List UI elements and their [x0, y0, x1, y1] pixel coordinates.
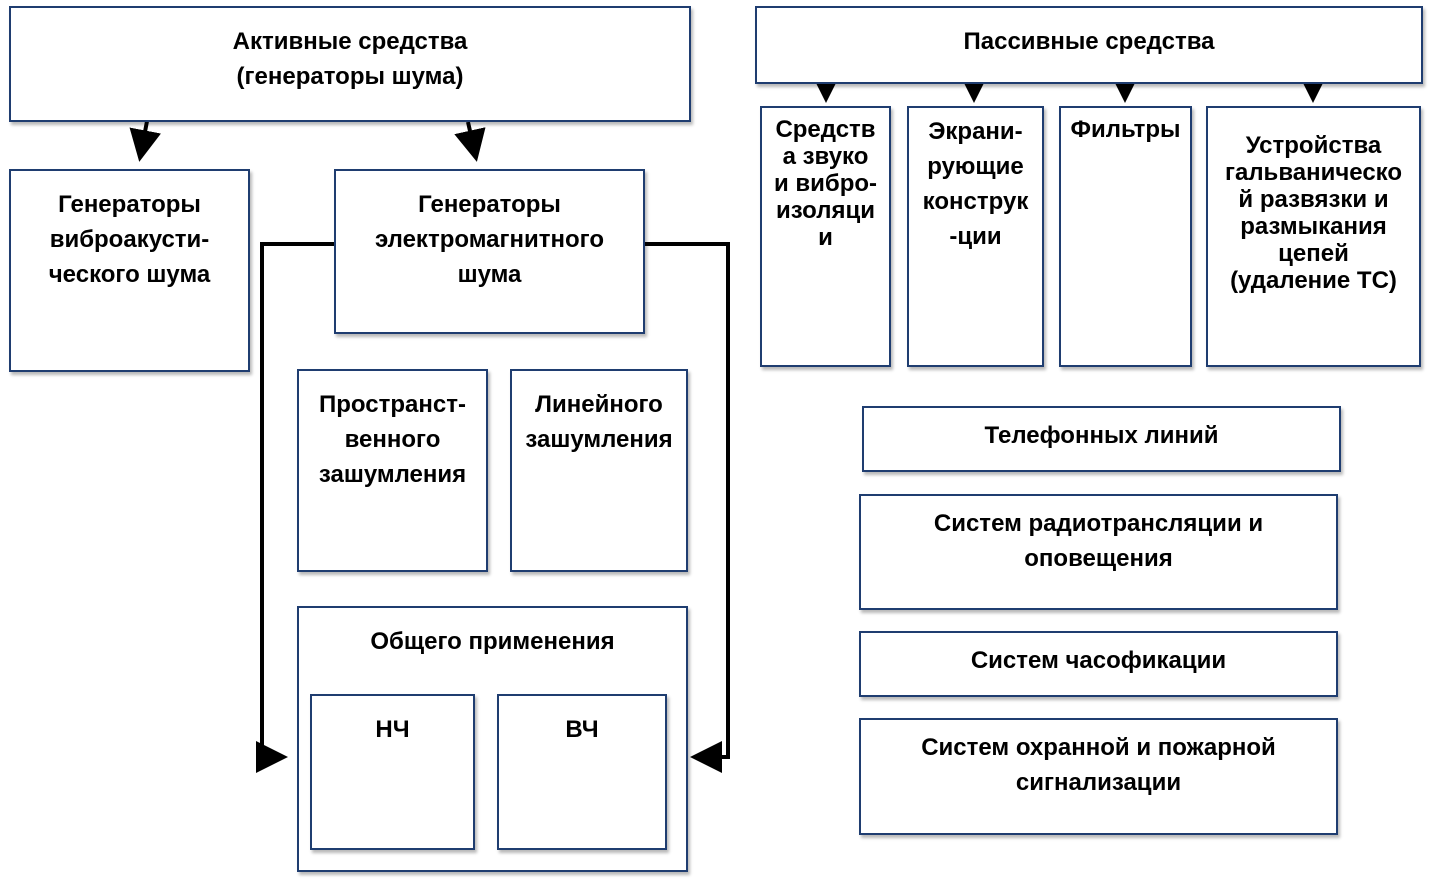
spatial-noise-box: Пространст- венного зашумления — [297, 369, 488, 572]
linear-noise-box: Линейного зашумления — [510, 369, 688, 572]
filters-box: Фильтры — [1059, 106, 1192, 367]
sound-isolation-box: Средств а звуко и вибро- изоляци и — [760, 106, 891, 367]
passive-means-label: Пассивные средства — [963, 28, 1215, 55]
general-purpose-label: Общего применения — [370, 628, 615, 655]
shielding-label: Экрани- рующие конструк -ции — [922, 118, 1029, 250]
radio-systems-box: Систем радиотрансляции и оповещения — [859, 494, 1338, 610]
phone-lines-label: Телефонных линий — [984, 422, 1219, 449]
em-generators-label: Генераторы электромагнитного шума — [375, 191, 604, 288]
clock-systems-label: Систем часофикации — [970, 647, 1227, 674]
hf-box: ВЧ — [497, 694, 667, 850]
alarm-systems-label: Систем охранной и пожарной сигнализации — [921, 734, 1276, 796]
hf-label: ВЧ — [565, 716, 599, 743]
galvanic-isolation-label: Устройства гальваническо й развязки и ра… — [1224, 132, 1403, 294]
vibroacoustic-generators-label: Генераторы виброакусти- ческого шума — [48, 191, 211, 288]
arrow-to-em — [454, 121, 486, 162]
passive-means-box: Пассивные средства — [755, 6, 1423, 84]
active-means-label: Активные средства (генераторы шума) — [232, 28, 468, 90]
sound-isolation-label: Средств а звуко и вибро- изоляци и — [773, 116, 878, 251]
clock-systems-box: Систем часофикации — [859, 631, 1338, 697]
lf-box: НЧ — [310, 694, 475, 850]
linear-noise-label: Линейного зашумления — [525, 391, 673, 453]
em-generators-box: Генераторы электромагнитного шума — [334, 169, 645, 334]
galvanic-isolation-box: Устройства гальваническо й развязки и ра… — [1206, 106, 1421, 367]
active-means-box: Активные средства (генераторы шума) — [9, 6, 691, 122]
lf-label: НЧ — [375, 716, 410, 743]
connector-left — [256, 242, 334, 773]
spatial-noise-label: Пространст- венного зашумления — [318, 391, 467, 488]
filters-label: Фильтры — [1070, 116, 1181, 143]
connector-right — [642, 242, 730, 773]
phone-lines-box: Телефонных линий — [862, 406, 1341, 472]
radio-systems-label: Систем радиотрансляции и оповещения — [933, 510, 1264, 572]
shielding-box: Экрани- рующие конструк -ции — [907, 106, 1044, 367]
arrow-to-vibro — [129, 115, 161, 162]
vibroacoustic-generators-box: Генераторы виброакусти- ческого шума — [9, 169, 250, 372]
alarm-systems-box: Систем охранной и пожарной сигнализации — [859, 718, 1338, 835]
